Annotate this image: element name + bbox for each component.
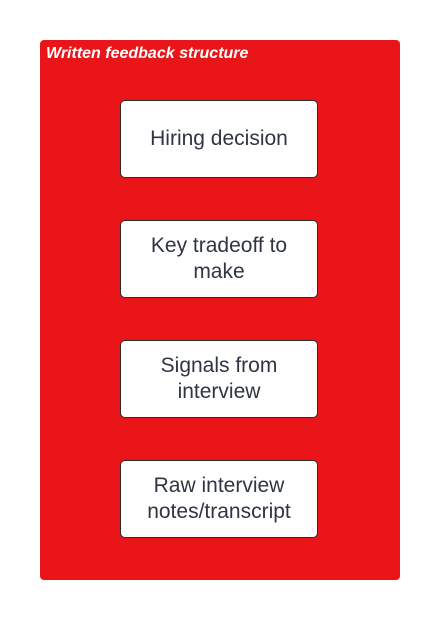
box-label: Raw interview notes/transcript <box>147 474 291 523</box>
frame-title: Written feedback structure <box>46 45 249 62</box>
hiring-decision-box[interactable]: Hiring decision <box>120 100 318 178</box>
box-label: Hiring decision <box>150 127 288 150</box>
box-label: Key tradeoff to make <box>150 234 288 283</box>
key-tradeoff-box[interactable]: Key tradeoff to make <box>120 220 318 298</box>
raw-notes-box[interactable]: Raw interview notes/transcript <box>120 460 318 538</box>
box-label: Signals from interview <box>160 354 278 403</box>
interview-signals-box[interactable]: Signals from interview <box>120 340 318 418</box>
feedback-structure-frame: Written feedback structure Hiring decisi… <box>40 40 400 580</box>
